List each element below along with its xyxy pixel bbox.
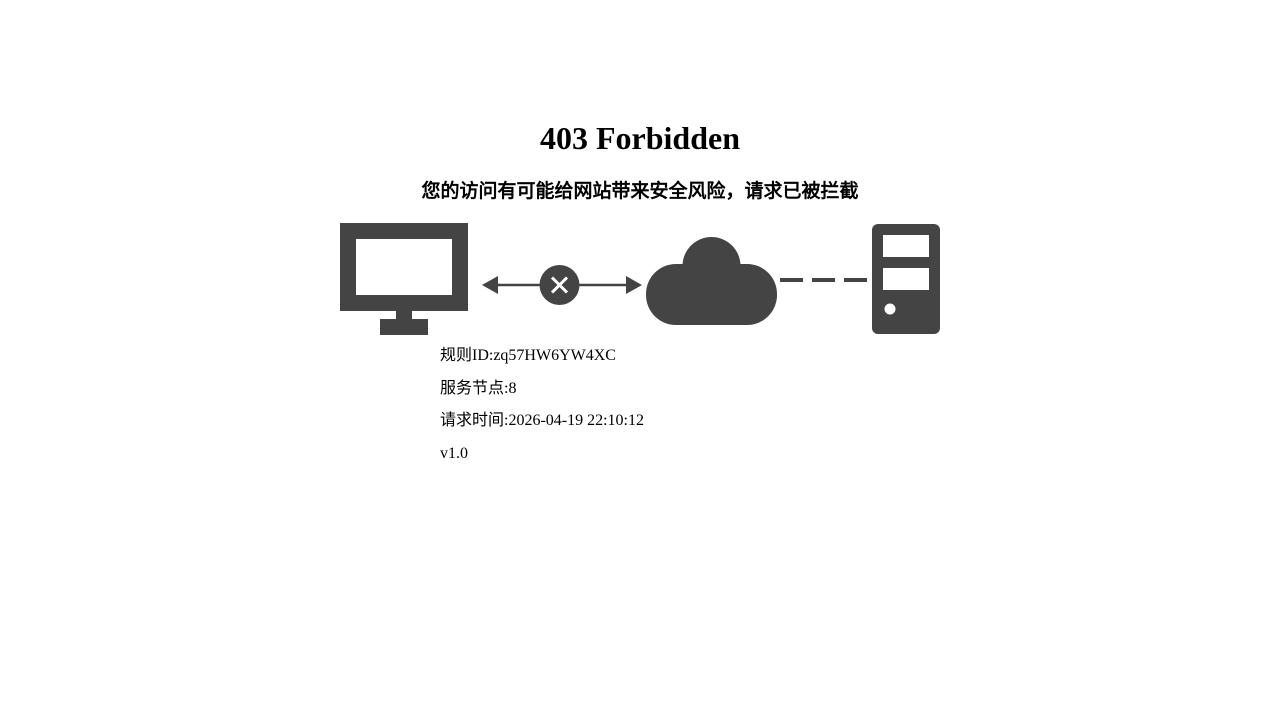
- request-info: 规则ID:zq57HW6YW4XC 服务节点:8 请求时间:2026-04-19…: [440, 346, 644, 477]
- request-time: 请求时间:2026-04-19 22:10:12: [440, 412, 644, 430]
- blocked-icon: [482, 265, 642, 305]
- monitor-icon: [340, 223, 468, 335]
- version: v1.0: [440, 445, 468, 463]
- rule-id: 规则ID:zq57HW6YW4XC: [440, 347, 616, 364]
- server-icon: [872, 224, 940, 334]
- service-node: 服务节点:8: [440, 379, 517, 397]
- page-title: 403 Forbidden: [539, 120, 741, 156]
- block-message: 您的访问有可能给网站带来安全风险，请求已被拦截: [421, 180, 859, 202]
- cloud-icon: [646, 237, 777, 325]
- blocked-connection-diagram: [340, 223, 940, 335]
